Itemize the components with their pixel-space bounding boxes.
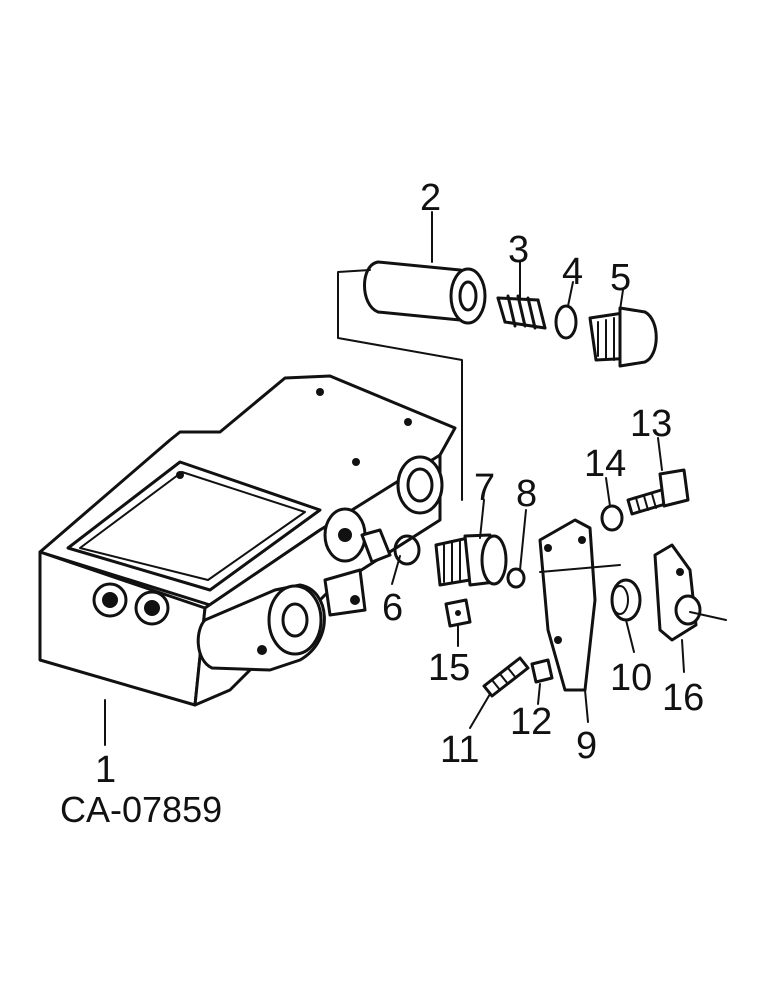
callout-6: 6 bbox=[382, 587, 403, 629]
pin-part bbox=[360, 528, 392, 564]
leader-lines bbox=[104, 211, 685, 746]
housing-part bbox=[38, 374, 457, 707]
lever-part bbox=[538, 518, 621, 692]
callout-1: 1 bbox=[95, 749, 116, 791]
plug-part bbox=[588, 306, 658, 368]
ring-part bbox=[393, 534, 421, 566]
spring-part bbox=[496, 294, 547, 330]
fitting-part bbox=[434, 533, 508, 587]
callout-2: 2 bbox=[420, 177, 441, 219]
callout-7: 7 bbox=[474, 467, 495, 509]
callout-9: 9 bbox=[576, 725, 597, 767]
drawing-code: CA-07859 bbox=[60, 789, 222, 830]
callout-5: 5 bbox=[610, 257, 631, 299]
o-ring-part bbox=[554, 304, 578, 340]
bolt-part bbox=[626, 468, 690, 516]
callout-14: 14 bbox=[584, 443, 626, 485]
callout-15: 15 bbox=[428, 647, 470, 689]
callout-16: 16 bbox=[662, 677, 704, 719]
callout-4: 4 bbox=[562, 251, 583, 293]
callout-8: 8 bbox=[516, 473, 537, 515]
callout-labels: 1 2 3 4 5 6 7 8 9 10 11 12 13 14 15 16 bbox=[95, 177, 704, 791]
clamp-part bbox=[653, 543, 727, 642]
callout-11: 11 bbox=[440, 729, 479, 771]
callout-13: 13 bbox=[630, 403, 672, 445]
nut-part bbox=[530, 658, 554, 684]
callout-12: 12 bbox=[510, 701, 552, 743]
sleeve-part bbox=[363, 260, 487, 325]
small-ring-part bbox=[506, 567, 526, 589]
callout-10: 10 bbox=[610, 657, 652, 699]
callout-3: 3 bbox=[508, 229, 529, 271]
square-nut-part bbox=[444, 598, 472, 628]
washer-part bbox=[600, 504, 624, 532]
set-screw-part bbox=[482, 656, 530, 698]
leader-bracket bbox=[337, 269, 463, 501]
bushing-part bbox=[610, 578, 642, 622]
